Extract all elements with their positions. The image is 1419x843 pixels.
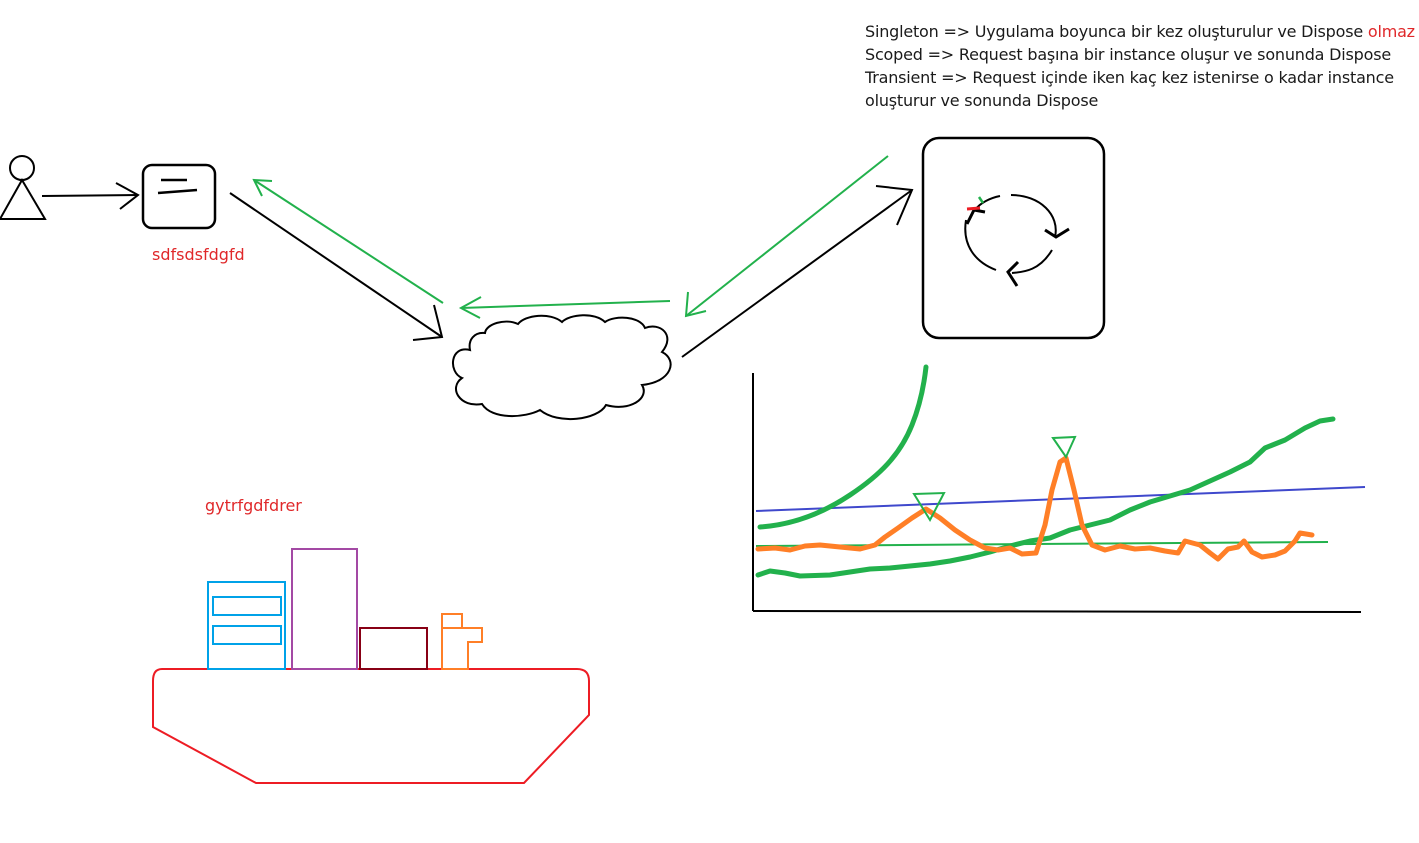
container-cyan-slot-1 bbox=[212, 596, 282, 616]
note-scoped: Scoped => Request başına bir instance ol… bbox=[865, 45, 1392, 64]
container-purple bbox=[291, 548, 358, 670]
container-orange bbox=[441, 613, 483, 670]
container-cyan-slot-2 bbox=[212, 625, 282, 645]
container-darkred bbox=[359, 627, 428, 670]
server-response-arrow bbox=[684, 155, 889, 318]
chart-marker-2 bbox=[1051, 435, 1077, 460]
note-transient-continued: oluşturur ve sonunda Dispose bbox=[865, 91, 1099, 110]
container-ship bbox=[152, 548, 590, 784]
request-to-cloud-arrow bbox=[229, 192, 444, 341]
ship-caption: gytrfgdfdrer bbox=[205, 496, 302, 515]
chart-blue-line bbox=[755, 486, 1366, 512]
note-transient: Transient => Request içinde iken kaç kez… bbox=[865, 68, 1394, 87]
note-singleton-highlight: olmaz bbox=[1367, 22, 1415, 41]
chart-slow-green-curve bbox=[755, 416, 1336, 579]
chart-steep-green-curve bbox=[757, 364, 929, 530]
chart-x-axis bbox=[752, 610, 1362, 613]
client-device-icon bbox=[141, 163, 217, 230]
chart-thin-green-line bbox=[755, 541, 1329, 547]
sketch-chart bbox=[752, 364, 1366, 613]
ship-hull bbox=[152, 668, 590, 784]
person-icon bbox=[0, 155, 47, 220]
container-cyan bbox=[207, 581, 286, 670]
lifetime-notes: Singleton => Uygulama boyunca bir kez ol… bbox=[865, 20, 1415, 112]
cloud-icon bbox=[452, 314, 672, 421]
response-to-device-arrow bbox=[252, 178, 444, 304]
chart-marker-1 bbox=[912, 491, 946, 523]
response-to-cloud-arrow bbox=[458, 296, 671, 319]
note-singleton: Singleton => Uygulama boyunca bir kez ol… bbox=[865, 20, 1415, 43]
request-to-server-arrow bbox=[681, 185, 914, 358]
lifecycle-box bbox=[921, 136, 1106, 340]
person-to-device-arrow bbox=[41, 182, 140, 210]
note-singleton-text: Singleton => Uygulama boyunca bir kez ol… bbox=[865, 22, 1368, 41]
client-caption: sdfsdsfdgfd bbox=[152, 245, 245, 264]
